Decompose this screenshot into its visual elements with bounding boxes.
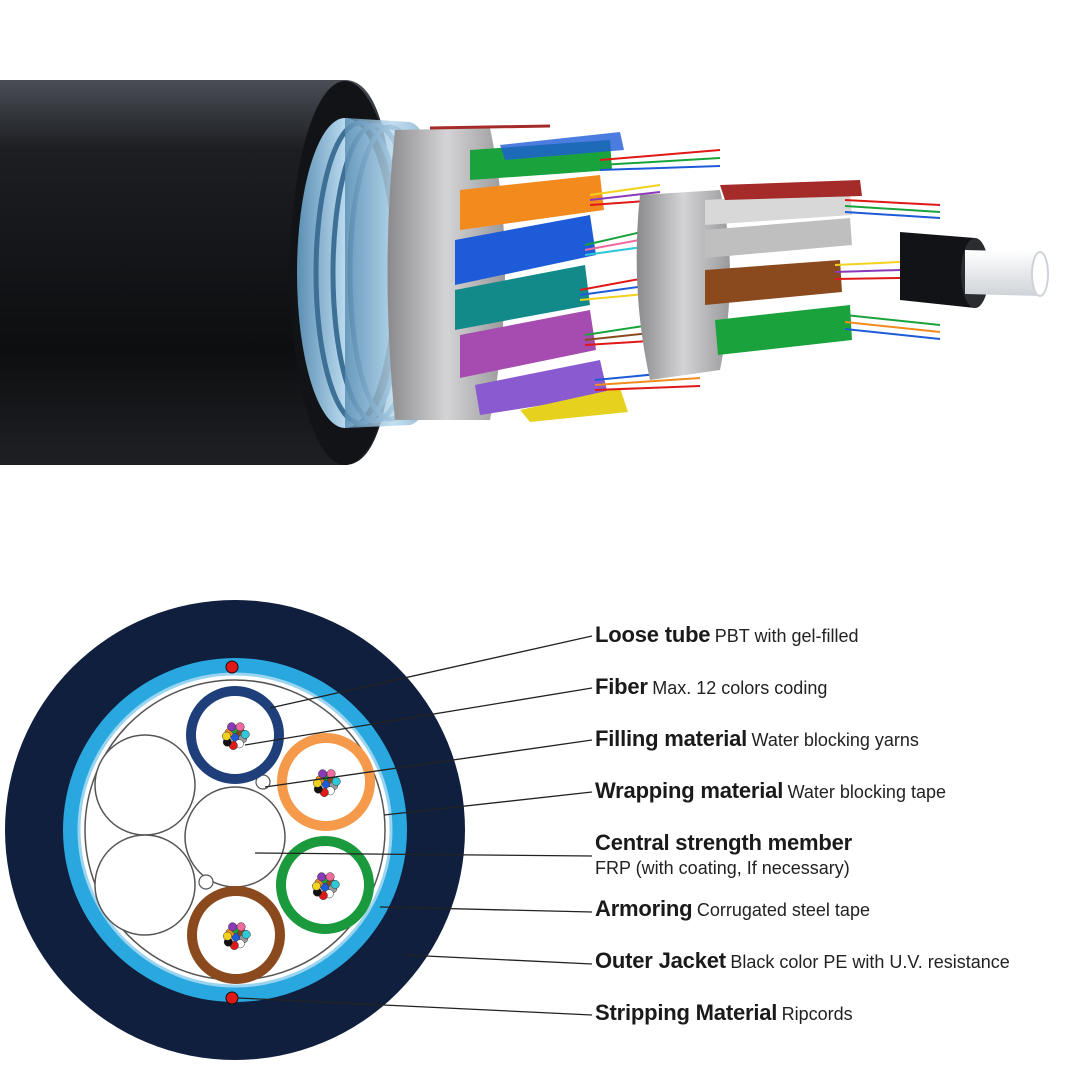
render-loose-tubes [455, 132, 628, 422]
leader-line-loose-tube [269, 635, 593, 709]
label-desc: Max. 12 colors coding [652, 678, 828, 698]
fiber [317, 872, 327, 882]
label-loose-tube: Loose tube PBT with gel-filled [595, 622, 859, 648]
loose-tube-inner-edge [287, 743, 365, 821]
ripcord-bottom [225, 991, 239, 1005]
label-title: Stripping Material [595, 1000, 778, 1025]
loose-tube-blue [186, 686, 284, 784]
loose-tubes [186, 686, 375, 984]
label-stripping-material: Stripping Material Ripcords [595, 1000, 853, 1026]
central-strength-member [184, 786, 286, 888]
fiber [318, 769, 328, 779]
fiber [325, 872, 335, 882]
loose-tube-inner-edge [286, 846, 364, 924]
label-title: Fiber [595, 674, 648, 699]
render-loose-tubes-inner [705, 180, 862, 355]
label-fiber: Fiber Max. 12 colors coding [595, 674, 827, 700]
label-title: Loose tube [595, 622, 711, 647]
fiber [331, 777, 341, 786]
render-fiber-bundles-inner [834, 199, 941, 340]
label-outer-jacket: Outer Jacket Black color PE with U.V. re… [595, 948, 1010, 974]
label-title: Filling material [595, 726, 748, 751]
ripcord-top [225, 660, 239, 674]
label-desc: Ripcords [781, 1004, 853, 1024]
label-desc: Water blocking tape [787, 782, 946, 802]
label-wrapping-material: Wrapping material Water blocking tape [595, 778, 946, 804]
label-desc: FRP (with coating, If necessary) [595, 858, 850, 878]
fiber [236, 922, 246, 932]
label-title: Armoring [595, 896, 693, 921]
cable-render [0, 80, 1049, 465]
fiber [223, 931, 232, 941]
loose-tube-brown [187, 886, 285, 984]
label-filling-material: Filling material Water blocking yarns [595, 726, 919, 752]
label-desc: Corrugated steel tape [696, 900, 870, 920]
leader-lines [237, 635, 593, 1016]
loose-tube-inner-edge [197, 896, 275, 974]
cross-section [5, 600, 465, 1060]
leader-line-stripping-material [237, 997, 593, 1016]
label-title: Wrapping material [595, 778, 784, 803]
fiber [240, 730, 250, 739]
fiber [228, 922, 238, 932]
loose-tube-inner-edge [196, 696, 274, 774]
label-central-strength-member: Central strength member FRP (with coatin… [595, 830, 852, 879]
render-red-yarn [429, 124, 551, 130]
leader-line-fiber [244, 687, 593, 746]
loose-tube-green [276, 836, 374, 934]
filler-rod-bottom [94, 834, 196, 936]
render-csm-rod-end [1031, 251, 1049, 297]
fiber [227, 722, 237, 732]
label-title: Outer Jacket [595, 948, 726, 973]
fiber [222, 731, 231, 741]
label-desc: Water blocking yarns [751, 730, 919, 750]
leader-line-outer-jacket [404, 954, 593, 965]
filler-rod-top [94, 734, 196, 836]
leader-line-wrapping-material [383, 791, 593, 816]
label-armoring: Armoring Corrugated steel tape [595, 896, 870, 922]
label-desc: Black color PE with U.V. resistance [730, 952, 1010, 972]
render-csm-coating [900, 232, 975, 308]
render-outer-jacket [0, 80, 395, 465]
fiber [241, 930, 251, 939]
leader-line-armoring [379, 906, 593, 913]
label-title: Central strength member [595, 830, 853, 855]
leader-line-filling-material [264, 739, 593, 788]
leader-line-central-strength-member [254, 852, 593, 857]
fiber [312, 881, 321, 891]
filling-yarn-2 [198, 874, 214, 890]
render-csm-rod [965, 250, 1040, 296]
fiber [235, 722, 245, 732]
label-desc: PBT with gel-filled [714, 626, 859, 646]
loose-tube-orange [277, 733, 375, 831]
fiber [330, 880, 340, 889]
